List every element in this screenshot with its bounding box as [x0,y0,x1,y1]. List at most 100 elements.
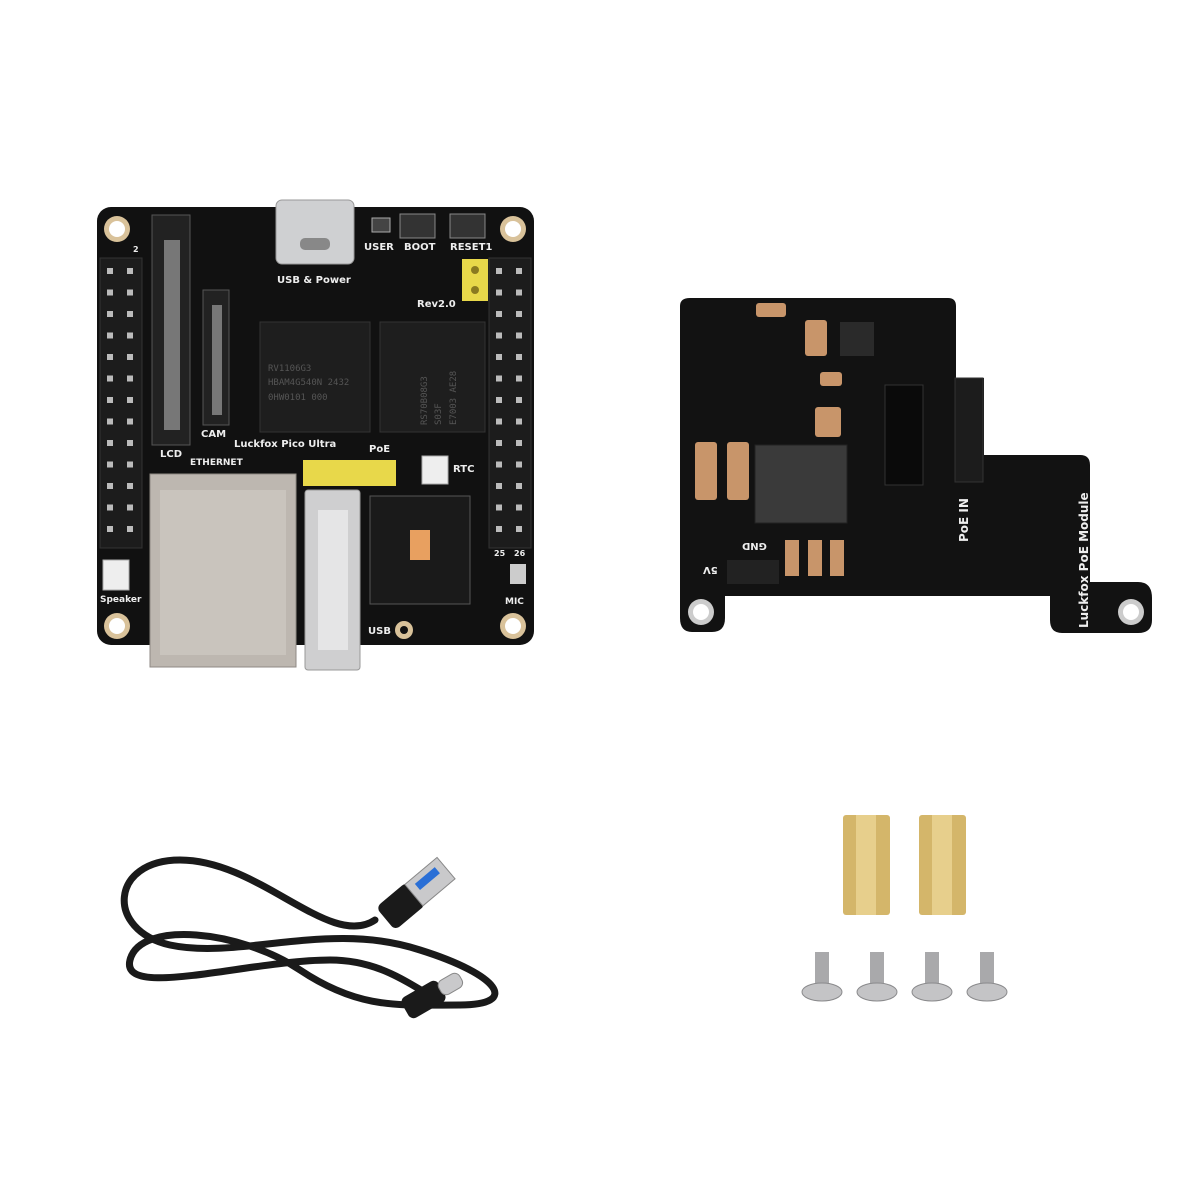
header-pin [127,311,133,317]
capacitor [830,540,844,576]
header-pin [496,483,502,489]
poe-module [680,298,1152,633]
screw [801,952,843,1002]
label-pin-2: 2 [133,245,139,254]
header-pin [127,440,133,446]
boot-button [399,213,436,239]
header-pin [496,461,502,468]
jumper-header [462,259,488,301]
header-pin [107,311,113,317]
capacitor [805,320,827,356]
mic [510,564,526,584]
capacitor [785,540,799,576]
left-pin-header [99,257,143,549]
usb-c-plug [401,972,464,1019]
header-pin [127,526,133,532]
header-pin [496,397,502,403]
header-pin [127,332,133,339]
label-speaker: Speaker [100,595,142,605]
header-pin [496,354,502,360]
ic [840,322,874,356]
header-pin [107,504,113,511]
header-pin [516,461,522,468]
label-usb-power: USB & Power [277,275,351,286]
header-pin [516,397,522,403]
flash-chip [379,321,486,433]
header-pin [496,504,502,511]
header-pin [127,483,133,489]
label-gnd: GND [742,540,767,551]
header-pin [496,268,502,274]
header-pin [496,332,502,339]
header-pin [127,461,133,468]
label-revision: Rev2.0 [417,299,456,310]
label-rtc: RTC [453,464,475,475]
speaker-connector [102,559,130,591]
label-board-name: Luckfox Pico Ultra [234,439,337,450]
label-pin-26: 26 [514,549,526,558]
header-pin [127,397,133,403]
header-pin [516,418,522,425]
header-pin [107,526,113,532]
screw [911,952,953,1002]
right-pin-header [488,257,532,549]
header-pin [107,461,113,468]
header-pin [107,332,113,339]
label-cam: CAM [201,429,227,440]
header-pin [127,418,133,425]
user-led [371,217,391,233]
main-board [97,199,534,671]
header-pin [516,332,522,339]
header-pin [516,526,522,532]
label-usb: USB [368,626,391,637]
capacitor [820,372,842,386]
header-pin [127,504,133,511]
label-reset: RESET1 [450,242,493,253]
header-pin [107,375,113,382]
header-pin [516,375,522,382]
screw [856,952,898,1002]
header-pin [496,289,502,296]
soc-chip [259,321,371,433]
rtc-connector [421,455,449,485]
usb-cable [120,856,499,1009]
capacitor [695,442,717,500]
header-pin [496,311,502,317]
label-mic: MIC [505,597,524,607]
reset-button [449,213,486,239]
label-pin-25: 25 [494,549,506,558]
header-pin [107,483,113,489]
header-pin [516,483,522,489]
header-pin [516,504,522,511]
brass-standoffs [843,815,966,915]
label-poe: PoE [369,444,391,455]
label-5v: 5V [703,564,718,575]
header-pin [107,268,113,274]
header-pin [516,289,522,296]
usb-a-plug [378,856,456,928]
header-pin [496,375,502,382]
header-pin [107,397,113,403]
header-pin [127,289,133,296]
label-user: USER [364,242,394,253]
header-pin [107,289,113,296]
header-pin [107,354,113,360]
header-pin [516,354,522,360]
header-pin [516,268,522,274]
label-poe-module-name: Luckfox PoE Module [1077,492,1091,628]
capacitor [756,303,786,317]
header-pin [516,311,522,317]
flash-marking: RS70B08G3 S03F E7003 AE28 [420,370,459,425]
header-pin [496,418,502,425]
capacitor [815,407,841,437]
label-boot: BOOT [404,242,436,253]
header-pin [127,354,133,360]
header-pin [107,440,113,446]
header-pin [107,418,113,425]
poe-in-header [954,377,984,483]
header-pin [516,440,522,446]
inductor [754,444,848,524]
header-pin [496,526,502,532]
poe-header [303,460,396,486]
